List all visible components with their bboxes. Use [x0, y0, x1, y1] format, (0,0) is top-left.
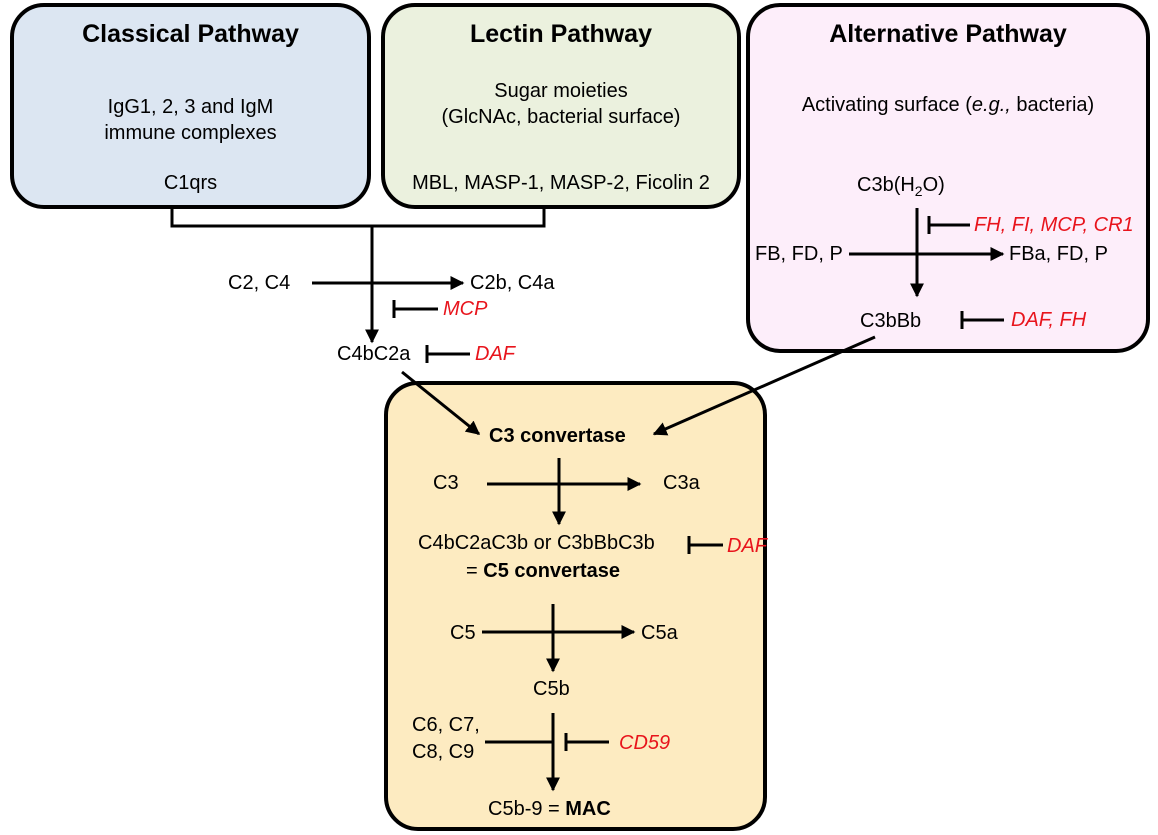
activating-surface-label: Activating surface (e.g., bacteria) — [746, 93, 1150, 117]
classical-line2: immune complexes — [104, 122, 277, 144]
inhibitor-daf-classical: DAF — [475, 343, 515, 365]
mac-bold: MAC — [565, 798, 611, 820]
c3a-label: C3a — [663, 472, 700, 494]
inhibitor-mcp: MCP — [443, 298, 488, 320]
inhibitors-fh-fi-mcp-cr1: FH, FI, MCP, CR1 — [974, 214, 1134, 236]
c3-convertase-label: C3 convertase — [489, 425, 626, 447]
c6-c7-label: C6, C7, — [412, 714, 480, 736]
c2b-c4a-label: C2b, C4a — [470, 272, 555, 294]
lectin-line2: (GlcNAc, bacterial surface) — [441, 106, 681, 128]
alternative-pathway-title: Alternative Pathway — [829, 20, 1067, 48]
inhibitors-daf-fh: DAF, FH — [1011, 309, 1087, 331]
c5b-label: C5b — [533, 678, 570, 700]
c5-convertase-forms: C4bC2aC3b or C3bBbC3b — [418, 532, 655, 554]
eq-prefix: = — [466, 560, 484, 582]
surface-prefix: Activating surface ( — [801, 94, 972, 116]
c3bbb-label: C3bBb — [860, 310, 922, 332]
c8-c9-label: C8, C9 — [412, 741, 475, 763]
classical-line1: IgG1, 2, 3 and IgM — [107, 96, 274, 118]
classical-enzyme: C1qrs — [163, 172, 218, 194]
c3b-subscript: 2 — [914, 183, 923, 199]
lectin-enzymes: MBL, MASP-1, MASP-2, Ficolin 2 — [412, 172, 710, 194]
c5-convertase-label: = C5 convertase — [466, 559, 620, 583]
c3b-prefix: C3b(H — [857, 174, 915, 196]
c5-convertase-bold: C5 convertase — [483, 560, 620, 582]
surface-suffix: bacteria) — [1010, 94, 1095, 116]
c5-label: C5 — [450, 622, 476, 644]
lectin-pathway-title: Lectin Pathway — [470, 20, 652, 48]
c3-label: C3 — [433, 472, 459, 494]
alt-products: FBa, FD, P — [1009, 243, 1108, 265]
terminal-pathway-box — [384, 381, 767, 831]
mac-prefix: C5b-9 = — [488, 798, 566, 820]
inhibitor-cd59: CD59 — [619, 732, 671, 754]
inhibitor-daf-terminal: DAF — [727, 535, 767, 557]
mac-label: C5b-9 = MAC — [488, 797, 611, 821]
pathway-join-bracket — [170, 209, 546, 228]
surface-eg: e.g., — [971, 94, 1011, 116]
alternative-pathway-box — [746, 3, 1150, 353]
lectin-line1: Sugar moieties — [494, 80, 628, 102]
c3b-suffix: O) — [922, 174, 945, 196]
lectin-pathway-box — [381, 3, 741, 209]
arrow-c3bbb-to-c3-convertase — [652, 335, 876, 436]
classical-pathway-title: Classical Pathway — [82, 20, 299, 48]
arrow-c4bc2a-to-c3-convertase — [401, 370, 481, 436]
c3b-h2o-label: C3b(H2O) — [857, 173, 945, 203]
c2-c4-label: C2, C4 — [228, 272, 291, 294]
alt-reactants: FB, FD, P — [755, 243, 843, 265]
c5a-label: C5a — [641, 622, 678, 644]
c4bc2a-label: C4bC2a — [337, 343, 411, 365]
classical-pathway-box — [10, 3, 371, 209]
